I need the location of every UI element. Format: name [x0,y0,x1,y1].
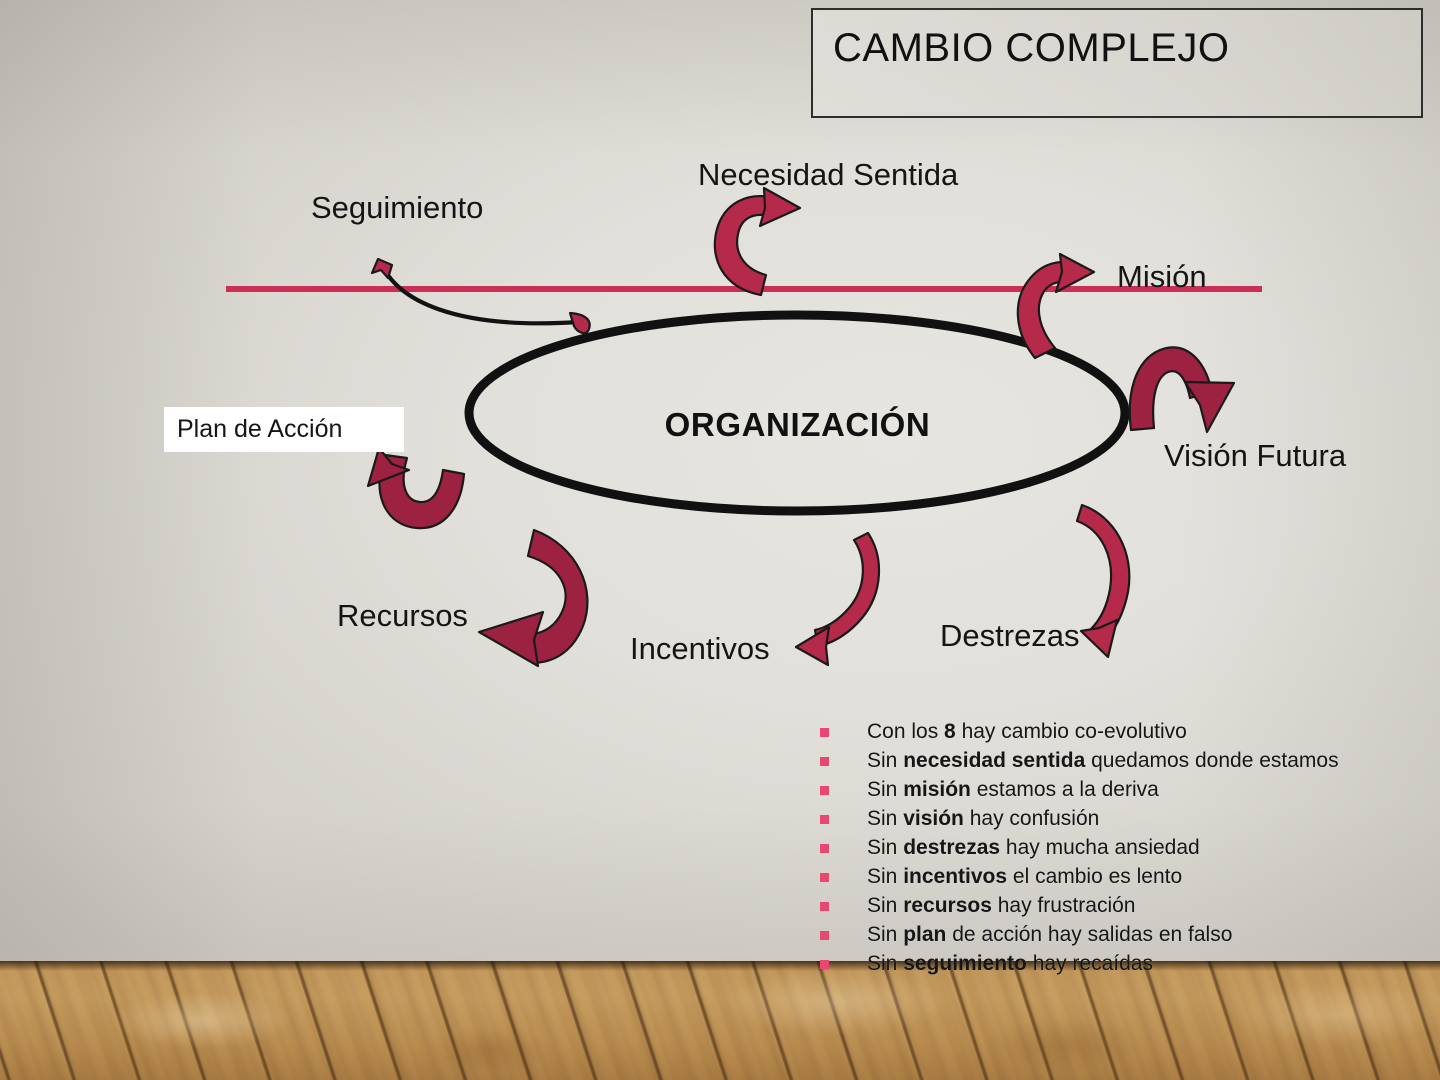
label-necesidad-sentida: Necesidad Sentida [698,157,959,192]
bullet-text: Sin misión estamos a la deriva [867,778,1159,801]
bullet-text: Sin recursos hay frustración [867,894,1136,917]
bullet-item: Sin misión estamos a la deriva [820,776,1380,803]
bullet-item: Sin seguimiento hay recaídas [820,950,1380,977]
bullet-text: Con los 8 hay cambio co-evolutivo [867,720,1187,743]
bullet-item: Sin recursos hay frustración [820,892,1380,919]
bullet-item: Sin visión hay confusión [820,805,1380,832]
label-destrezas: Destrezas [940,618,1080,653]
bullet-text: Sin destrezas hay mucha ansiedad [867,836,1200,859]
label-organizacion: ORGANIZACIÓN [664,406,931,443]
bullet-square-icon [820,902,829,911]
title-box: CAMBIO COMPLEJO [811,8,1423,118]
bullet-square-icon [820,786,829,795]
bullet-square-icon [820,960,829,969]
bullet-square-icon [820,815,829,824]
label-seguimiento: Seguimiento [311,190,484,225]
bullet-square-icon [820,931,829,940]
label-vision-futura: Visión Futura [1164,438,1347,473]
label-mision: Misión [1117,259,1207,294]
floor-wood-grain [0,961,1440,1080]
floor-plank-lines [0,961,1440,1080]
label-plan-de-accion: Plan de Acción [177,415,343,443]
bullet-square-icon [820,728,829,737]
bullet-item: Sin incentivos el cambio es lento [820,863,1380,890]
bullet-item: Sin plan de acción hay salidas en falso [820,921,1380,948]
bullet-text: Sin incentivos el cambio es lento [867,865,1183,888]
bullet-text: Sin plan de acción hay salidas en falso [867,923,1233,946]
bullet-square-icon [820,844,829,853]
bullet-item: Sin necesidad sentida quedamos donde est… [820,747,1380,774]
bullet-text: Sin seguimiento hay recaídas [867,952,1153,975]
plan-de-accion-box: Plan de Acción [164,407,404,452]
bullet-text: Sin visión hay confusión [867,807,1100,830]
bullet-text: Sin necesidad sentida quedamos donde est… [867,749,1339,772]
bullet-square-icon [820,873,829,882]
page-title: CAMBIO COMPLEJO [833,26,1230,70]
bullet-item: Con los 8 hay cambio co-evolutivo [820,718,1380,745]
label-incentivos: Incentivos [630,631,770,666]
bullet-square-icon [820,757,829,766]
bullet-item: Sin destrezas hay mucha ansiedad [820,834,1380,861]
label-recursos: Recursos [337,598,468,633]
